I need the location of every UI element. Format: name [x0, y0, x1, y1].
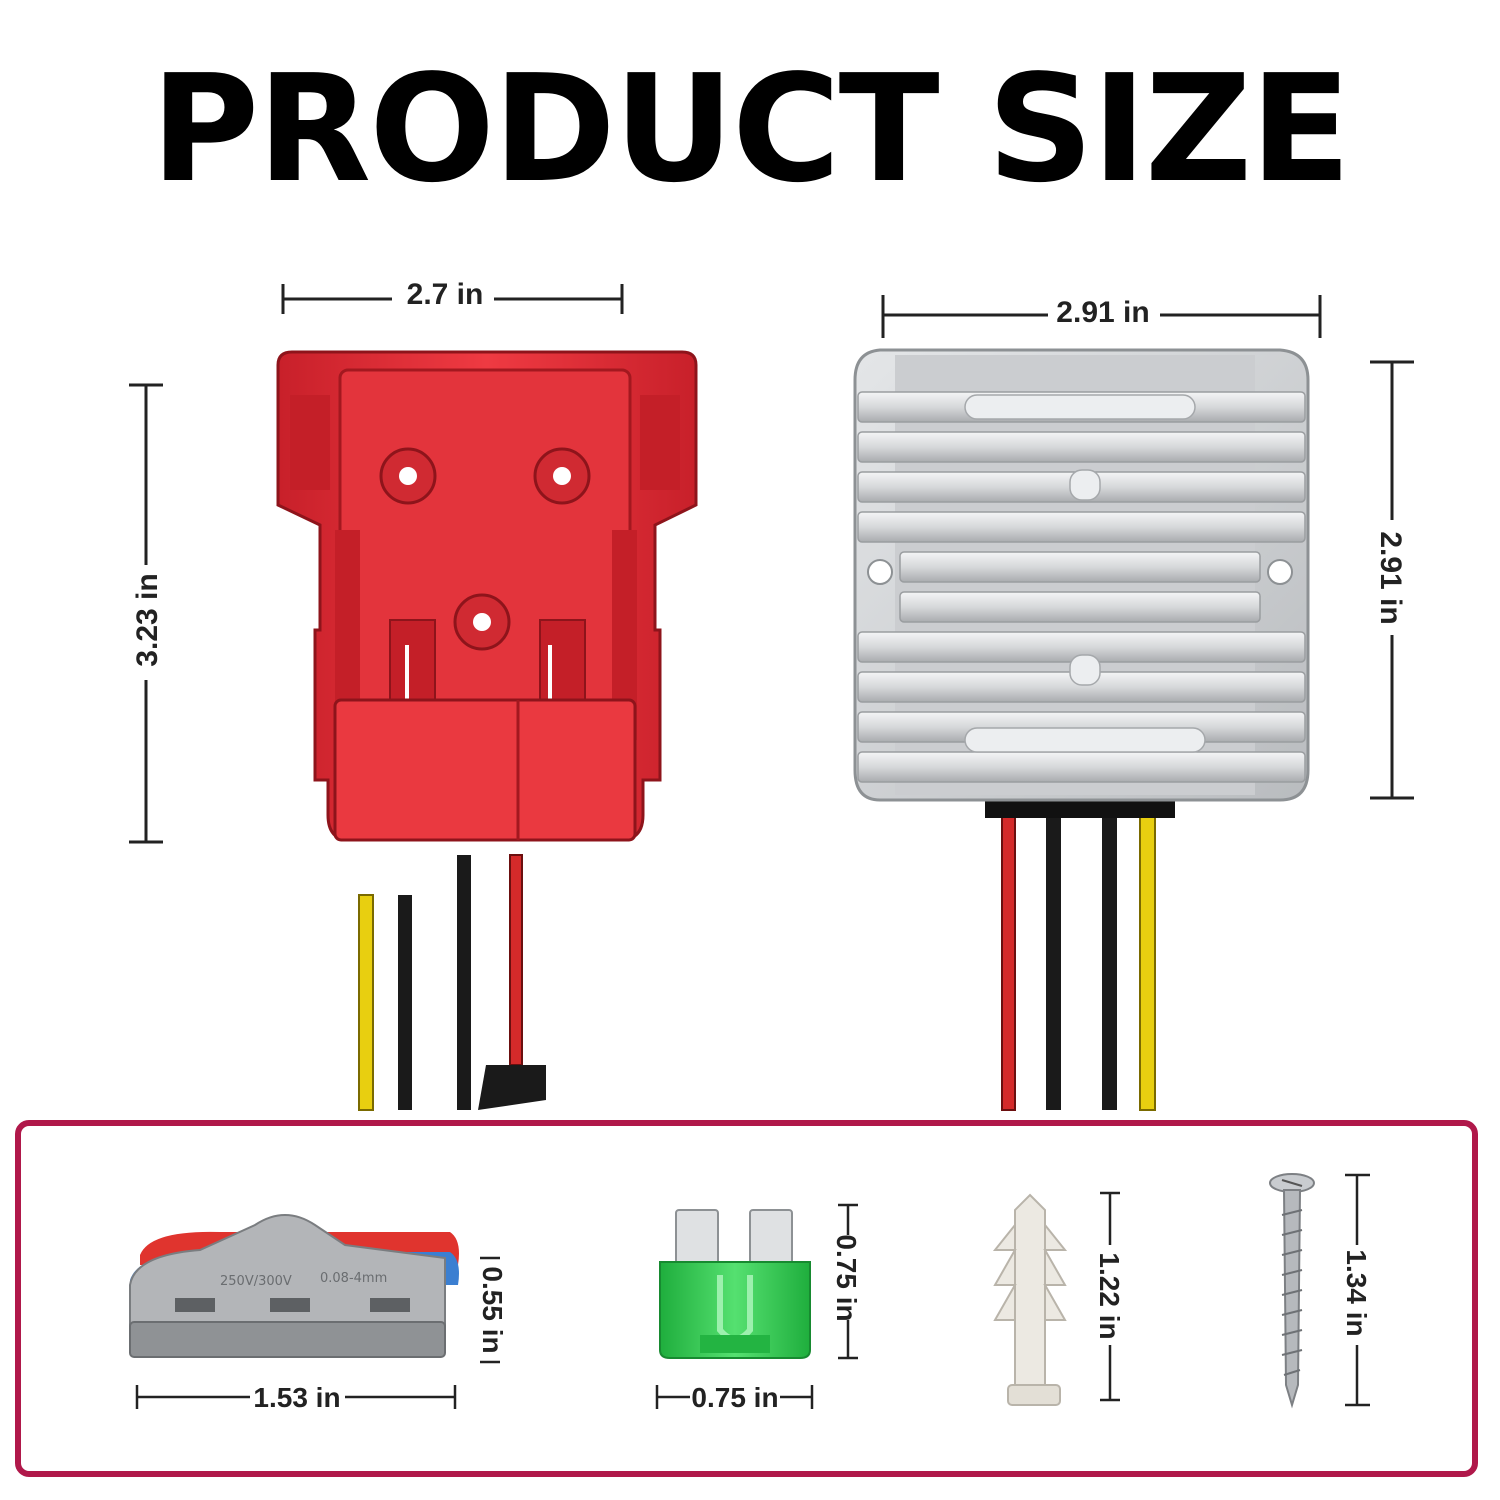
battery-adapter	[276, 350, 698, 1111]
converter-height-label: 2.91 in	[1374, 531, 1407, 624]
connector-width-dimension	[135, 1385, 457, 1409]
converter-width-label: 2.91 in	[1056, 296, 1149, 329]
accessories-frame	[15, 1120, 1478, 1477]
converter-width-dimension	[881, 295, 1322, 338]
anchor-height-label: 1.22 in	[1094, 1252, 1125, 1339]
wire-connector: 250V/300V 0.08-4mm	[129, 1214, 459, 1358]
fuse-height-dimension	[838, 1203, 858, 1360]
screw-height-dimension	[1345, 1173, 1370, 1407]
screw-height-label: 1.34 in	[1341, 1249, 1372, 1336]
wall-anchor	[992, 1193, 1068, 1406]
converter-height-dimension	[1370, 360, 1414, 800]
adapter-height-dimension	[129, 383, 163, 844]
adapter-width-dimension	[281, 284, 624, 314]
connector-height-dimension	[480, 1256, 500, 1364]
page-title: PRODUCT SIZE	[150, 43, 1351, 215]
connector-height-label: 0.55 in	[477, 1266, 508, 1353]
dc-converter	[853, 348, 1310, 1111]
fuse-height-label: 0.75 in	[831, 1234, 862, 1321]
adapter-width-label: 2.7 in	[407, 278, 484, 311]
connector-width-label: 1.53 in	[253, 1382, 340, 1413]
blade-fuse	[659, 1209, 811, 1359]
anchor-height-dimension	[1100, 1191, 1120, 1402]
connector-print-left: 250V/300V	[220, 1274, 292, 1289]
adapter-height-label: 3.23 in	[131, 573, 164, 666]
fuse-width-label: 0.75 in	[691, 1382, 778, 1413]
fuse-width-dimension	[655, 1385, 814, 1409]
screw	[1269, 1173, 1315, 1409]
connector-print-right: 0.08-4mm	[320, 1271, 387, 1286]
